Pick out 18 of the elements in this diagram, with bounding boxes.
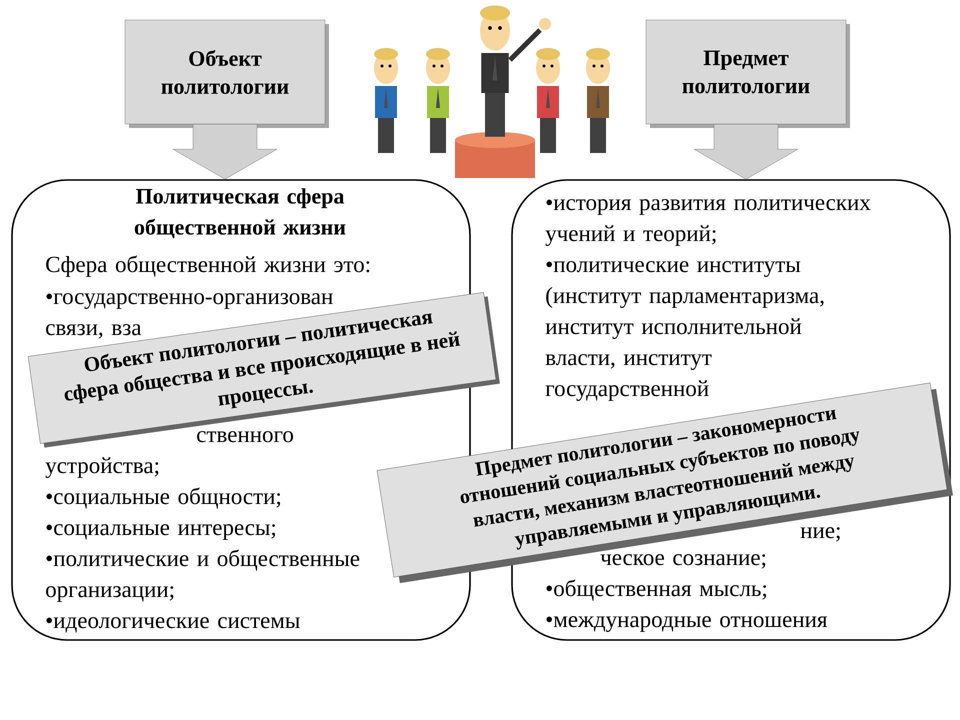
list-item: ственного	[197, 431, 294, 442]
list-item: •идеологические системы	[46, 617, 300, 632]
block-arrow	[172, 124, 278, 180]
list-item: •социальные общности;	[46, 488, 280, 509]
list-item: •международные отношения	[546, 616, 828, 632]
list-item: •политические и общественные организации;	[46, 550, 360, 602]
header-box: Объект политологии	[124, 20, 329, 128]
list-item: •история развития политических учений и теорий;	[546, 199, 871, 246]
block-arrow	[694, 124, 798, 180]
list-item: устройства;	[45, 457, 158, 478]
header-box: Предмет политологии	[646, 20, 850, 128]
heading: Политическая сфера общественной жизни	[134, 188, 346, 238]
list-item: связи, вза	[46, 324, 142, 339]
list-item: •социальные интересы;	[46, 524, 276, 540]
list-item: Сфера общественной жизни это:	[46, 256, 370, 277]
list-item: ческое сознание;	[600, 554, 766, 569]
list-item: •государственно-организован	[46, 293, 333, 309]
list-item: ние;	[800, 527, 840, 542]
